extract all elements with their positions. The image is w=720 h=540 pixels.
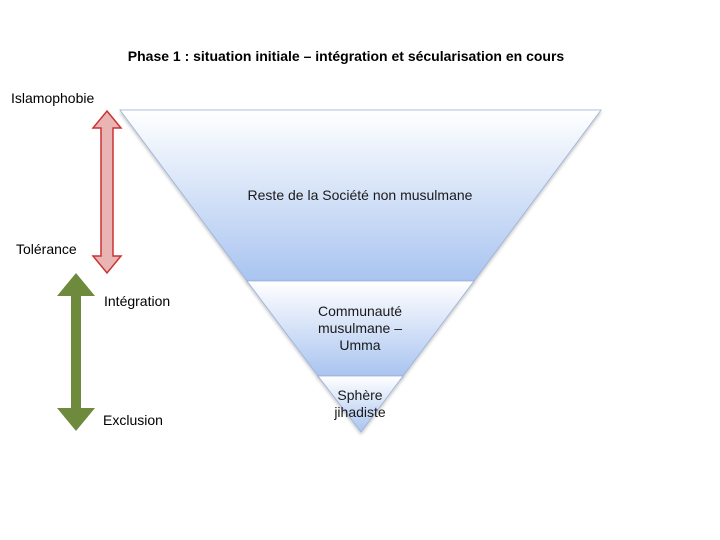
label-middle-line2: musulmane – — [317, 320, 403, 336]
label-bottom-section: Sphère jihadiste — [310, 387, 410, 421]
label-bottom-line1: Sphère — [337, 387, 383, 403]
pyramid-bottom-section — [317, 375, 404, 433]
label-integration: Intégration — [104, 293, 171, 309]
label-top-section: Reste de la Société non musulmane — [247, 187, 473, 203]
label-bottom-line2: jihadiste — [334, 404, 386, 420]
label-middle-line3: Umma — [339, 337, 381, 353]
red-double-arrow — [91, 109, 123, 275]
label-middle-section: Communauté musulmane – Umma — [290, 303, 430, 354]
label-exclusion: Exclusion — [103, 412, 163, 428]
label-middle-line1: Communauté — [317, 303, 403, 319]
green-double-arrow — [57, 273, 95, 431]
diagram-title: Phase 1 : situation initiale – intégrati… — [127, 48, 565, 64]
label-tolerance: Tolérance — [16, 241, 77, 257]
label-islamophobie: Islamophobie — [11, 90, 95, 106]
